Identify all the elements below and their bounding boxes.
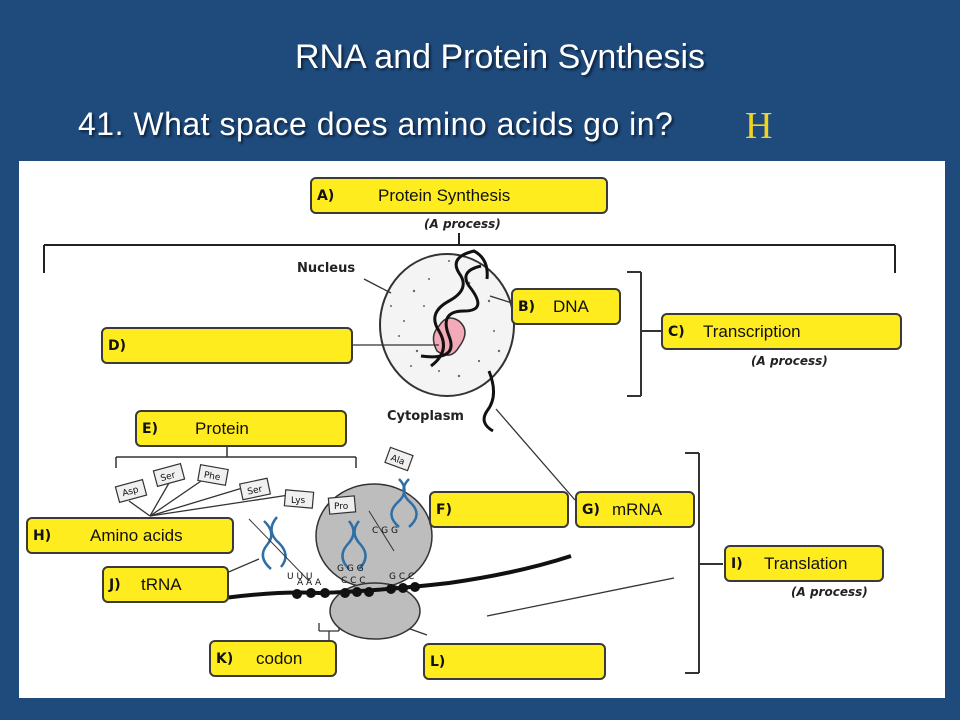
transcription-bracket <box>627 271 661 397</box>
cytoplasm-label: Cytoplasm <box>387 409 464 424</box>
nucleus-cell <box>379 249 515 433</box>
process-caption-c: (A process) <box>751 354 828 368</box>
aa-label-1: Asp <box>121 485 140 499</box>
process-caption-a: (A process) <box>424 217 501 231</box>
diagram-lines: Asp Ser Phe Ser Lys Pro Ala C G G U U U … <box>43 233 896 674</box>
box-l-letter: L) <box>430 654 446 670</box>
box-j[interactable]: J) tRNA <box>102 566 229 603</box>
question-text: 41. What space does amino acids go in? <box>78 106 674 142</box>
box-c-text: Transcription <box>703 322 801 341</box>
box-k[interactable]: K) codon <box>209 640 337 677</box>
aa-label-4: Ser <box>247 485 264 498</box>
box-b[interactable]: B) DNA <box>511 288 621 325</box>
box-f-letter: F) <box>436 502 452 518</box>
anticodon-free: C G G <box>372 526 398 536</box>
box-d[interactable]: D) <box>101 327 353 364</box>
codon-3: G C C <box>389 572 414 582</box>
anticodon-mid: G G G <box>337 564 364 574</box>
amino-acid-pointers <box>128 478 290 517</box>
box-k-text: codon <box>256 649 303 668</box>
process-caption-i: (A process) <box>791 585 868 599</box>
page-title: RNA and Protein Synthesis <box>294 38 706 76</box>
trna-molecules <box>261 478 418 570</box>
box-g-letter: G) <box>582 502 600 518</box>
aa-label-6: Pro <box>334 502 349 512</box>
box-g[interactable]: G) mRNA <box>575 491 695 528</box>
pointer-lines <box>223 278 675 649</box>
aa-label-2: Ser <box>160 470 177 484</box>
box-h-text: Amino acids <box>90 526 183 545</box>
box-k-letter: K) <box>216 651 234 667</box>
codon-1: A A A <box>297 578 322 588</box>
answer-text: H <box>745 105 773 147</box>
box-g-text: mRNA <box>612 500 663 519</box>
protein-bracket <box>115 444 357 468</box>
box-b-letter: B) <box>518 299 536 315</box>
translation-bracket <box>685 452 723 674</box>
box-e-letter: E) <box>142 421 158 437</box>
amino-acid-chain <box>114 446 414 515</box>
box-j-letter: J) <box>109 577 121 593</box>
box-a-text: Protein Synthesis <box>378 186 511 205</box>
box-f[interactable]: F) <box>429 491 569 528</box>
box-e[interactable]: E) Protein <box>135 410 347 447</box>
box-i[interactable]: I) Translation <box>724 545 884 582</box>
box-j-text: tRNA <box>141 575 182 594</box>
box-c-letter: C) <box>668 324 685 340</box>
aa-label-5: Lys <box>291 496 306 506</box>
codon-2: C C C <box>341 576 366 586</box>
box-a-letter: A) <box>317 188 335 204</box>
diagram-panel: Asp Ser Phe Ser Lys Pro Ala C G G U U U … <box>19 161 945 698</box>
box-i-text: Translation <box>764 554 848 573</box>
box-d-letter: D) <box>108 338 127 354</box>
aa-label-3: Phe <box>203 470 222 483</box>
top-bracket <box>43 233 896 273</box>
box-a[interactable]: A) Protein Synthesis <box>310 177 608 214</box>
nucleus-label: Nucleus <box>297 261 356 276</box>
box-b-text: DNA <box>553 297 589 316</box>
box-i-letter: I) <box>731 556 743 572</box>
box-h-letter: H) <box>33 528 52 544</box>
box-l[interactable]: L) <box>423 643 606 680</box>
anticodon-left: U U U <box>287 572 312 582</box>
box-c[interactable]: C) Transcription <box>661 313 902 350</box>
aa-label-ala: Ala <box>389 453 406 467</box>
box-e-text: Protein <box>195 419 249 438</box>
box-h[interactable]: H) Amino acids <box>26 517 234 554</box>
